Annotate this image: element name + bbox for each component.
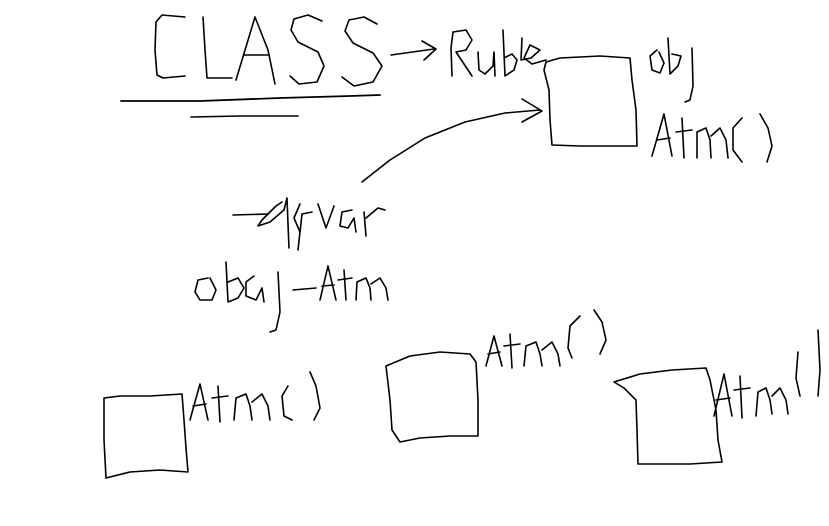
instance-box-1 bbox=[103, 393, 189, 479]
object-label-word: obj bbox=[649, 37, 694, 103]
title-rule-word: Rule bbox=[450, 29, 547, 81]
title-class-text: CLASS bbox=[160, 61, 225, 85]
title-rule-text: Rule bbox=[452, 57, 496, 81]
instance-method-2-word: Atm() bbox=[485, 309, 607, 371]
title-class-word: CLASS bbox=[154, 14, 383, 87]
instance-method-3-word: Atm() bbox=[713, 329, 821, 421]
title-arrow-icon bbox=[390, 40, 437, 61]
object-method-word: Atm() bbox=[650, 113, 773, 163]
instance-box-2 bbox=[385, 351, 479, 443]
instance-method-1-text: Atm() bbox=[190, 404, 241, 425]
title-underline-long bbox=[120, 94, 381, 102]
object-label-text: obj bbox=[650, 58, 677, 79]
declaration-assign-text: obj-Atm bbox=[195, 284, 265, 305]
instance-box-3 bbox=[613, 367, 723, 465]
object-box bbox=[543, 55, 638, 147]
instance-method-3-text: Atm() bbox=[714, 400, 765, 421]
declaration-assign-word: obj-Atm bbox=[194, 261, 389, 333]
title-underline-short bbox=[190, 115, 299, 118]
declaration-line-text: -df var bbox=[233, 214, 293, 235]
instance-method-1-word: Atm() bbox=[189, 371, 321, 425]
instance-method-2-text: Atm() bbox=[486, 350, 537, 371]
declaration-line-word: -df var bbox=[232, 197, 386, 251]
reference-arrow-icon bbox=[361, 98, 543, 183]
object-method-text: Atm() bbox=[650, 142, 701, 163]
